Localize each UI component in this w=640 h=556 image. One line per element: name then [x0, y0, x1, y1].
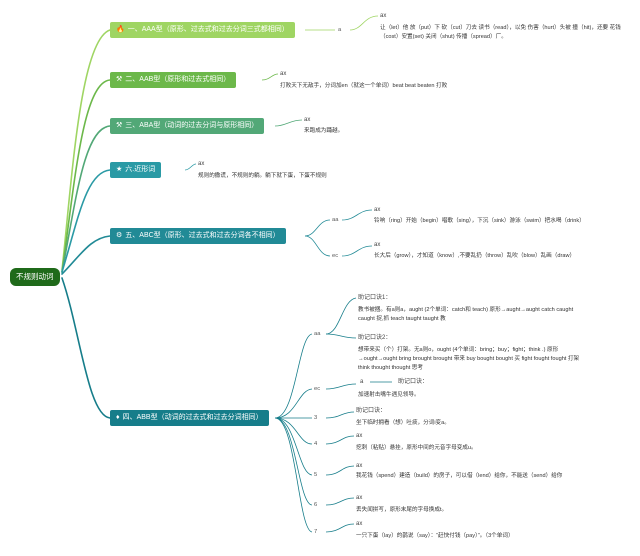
connector-abb-aa-leaf1: [325, 297, 357, 335]
abb-sub-4: 4: [314, 441, 318, 447]
branch-abb[interactable]: ♦四、ABB型（动词的过去式和过去分词相同）: [110, 410, 269, 426]
abb-ec-header-a: a: [360, 379, 364, 385]
star-icon: ★: [116, 166, 123, 173]
abb-4-header: ax: [356, 433, 363, 439]
abb-3-header: 助记口诀：: [356, 408, 387, 414]
abb-3-text: 坐下临时拥看（想）吐痰，分词i变a。: [356, 420, 450, 426]
abb-sub-aa: aa: [314, 331, 321, 337]
connector-branch-abc: [61, 235, 111, 275]
connector-abc-ec-leaf: [341, 245, 373, 257]
abc-ec-text: 长大后（grow），才知道（know）,不要乱扔（throw）乱吹（blow）乱…: [374, 253, 576, 259]
aab-header: ax: [280, 71, 287, 77]
abb-7-header: ax: [356, 521, 363, 527]
root-node[interactable]: 不规则动词: [10, 268, 60, 286]
abb-aa-header2: 助记口诀2：: [358, 335, 392, 341]
hammer-icon: ⚒: [116, 76, 123, 83]
abb-4-text: 挖刺（粘贴）悬挂，原形中间的元音字母变成u。: [356, 445, 477, 451]
connector-abc-aa: [304, 219, 331, 237]
fire-icon: 🔥: [116, 26, 125, 33]
connector-near-leaf: [184, 163, 197, 171]
connector-abb-ec-leaf: [325, 383, 357, 390]
connector-abb-aa: [274, 333, 313, 419]
connector-abb-aa-leaf2: [325, 333, 357, 339]
abb-6-header: ax: [356, 495, 363, 501]
connector-abb-ec: [274, 388, 313, 419]
branch-aab[interactable]: ⚒二、AAB型（原形和过去式相同）: [110, 72, 237, 88]
aaa-header: ax: [380, 13, 387, 19]
branch-abc-label: 五、ABC型（原形、过去式和过去分词各不相同）: [125, 232, 280, 239]
aba-header: ax: [304, 117, 311, 123]
aab-text: 打败天下无敌手，分词加en（就这一个单词）beat beat beaten 打败: [280, 83, 448, 89]
branch-abb-label: 四、ABB型（动词的过去式和过去分词相同）: [122, 414, 263, 421]
connector-abb-5: [274, 417, 313, 476]
connector-abb-3-leaf: [325, 411, 355, 419]
abb-sub-7: 7: [314, 529, 318, 535]
gem-icon: ♦: [116, 414, 120, 421]
branch-abc[interactable]: ⚙五、ABC型（原形、过去式和过去分词各不相同）: [110, 228, 286, 244]
connector-branch-aba: [61, 125, 111, 273]
abc-aa-text: 铃响（ring）开始（begin）唱歌（sing），下沉（sink）游泳（swi…: [374, 218, 585, 224]
abb-sub-3: 3: [314, 415, 318, 421]
connector-aaa-leaf: [349, 15, 379, 31]
abb-5-text: 我花钱（spend）建造（build）的房子，可以借（lend）给你，不能送（s…: [356, 473, 563, 479]
abb-sub-ec: ec: [314, 386, 321, 392]
abb-ec-text: 加速射击嘴牛遇见领导。: [358, 392, 420, 398]
medal-icon: ⚙: [116, 232, 123, 239]
connector-abb-7: [274, 417, 313, 533]
connector-branch-near: [61, 169, 111, 273]
abc-sub-ec: ec: [332, 253, 339, 259]
branch-near[interactable]: ★六.近形词: [110, 162, 162, 178]
aaa-sub-label: a: [338, 27, 342, 33]
abb-aa-text1: 教书被捆。有a则a，aught (2个单词：catch和 teach) 原形→a…: [358, 307, 574, 322]
branch-aaa-label: 一、AAA型（原形、过去式和过去分词三式都相同）: [127, 26, 289, 33]
aaa-text: 让（let）他 放（put）下 砍（cut）刀去 读书（read），以免 伤害（…: [380, 25, 621, 40]
branch-near-label: 六.近形词: [125, 166, 156, 173]
connector-abb-7-leaf: [325, 523, 355, 533]
connector-branch-abb: [61, 277, 111, 419]
abc-aa-header: ax: [374, 207, 381, 213]
abb-6-text: 丢失闻拼写，原形末尾的字母换成t。: [356, 507, 448, 513]
branch-aab-label: 二、AAB型（原形和过去式相同）: [125, 76, 231, 83]
connector-abb-5-leaf: [325, 465, 355, 476]
connector-abc-ec: [304, 235, 331, 257]
connector-abb-4-leaf: [325, 435, 355, 445]
abb-ec-header-b: 助记口诀：: [398, 379, 429, 385]
connector-abb-6-leaf: [325, 497, 355, 506]
abb-5-header: ax: [356, 463, 363, 469]
aba-text: 来跑成为踊越。: [304, 128, 344, 134]
abb-sub-6: 6: [314, 502, 318, 508]
branch-aba-label: 三、ABA型（动词的过去分词与原形相同）: [125, 122, 259, 129]
near-text: 规则的撒谎，不规则的躺。躺下就下蛋，下蛋不规则: [198, 173, 327, 179]
abb-sub-5: 5: [314, 472, 318, 478]
branch-aba[interactable]: ⚒三、ABA型（动词的过去分词与原形相同）: [110, 118, 265, 134]
connector-branch-aaa: [61, 29, 111, 271]
connector-aab-leaf: [261, 73, 279, 81]
hammer-icon: ⚒: [116, 122, 123, 129]
connector-aba-leaf: [274, 119, 303, 127]
abc-sub-aa: aa: [332, 217, 339, 223]
abb-aa-header1: 助记口诀1：: [358, 295, 392, 301]
abb-aa-text2: 想带来买（个）打架。无a则o，ought (4个单词：bring；buy；fig…: [358, 347, 580, 371]
abb-7-text: 一只下蛋（lay）的鹊说（say）：“赶快付钱（pay）”。（3个单词）: [356, 533, 514, 539]
abc-ec-header: ax: [374, 242, 381, 248]
connector-abc-aa-leaf: [341, 209, 373, 221]
branch-aaa[interactable]: 🔥一、AAA型（原形、过去式和过去分词三式都相同）: [110, 22, 295, 38]
near-header: ax: [198, 161, 205, 167]
connector-branch-aab: [61, 79, 111, 273]
